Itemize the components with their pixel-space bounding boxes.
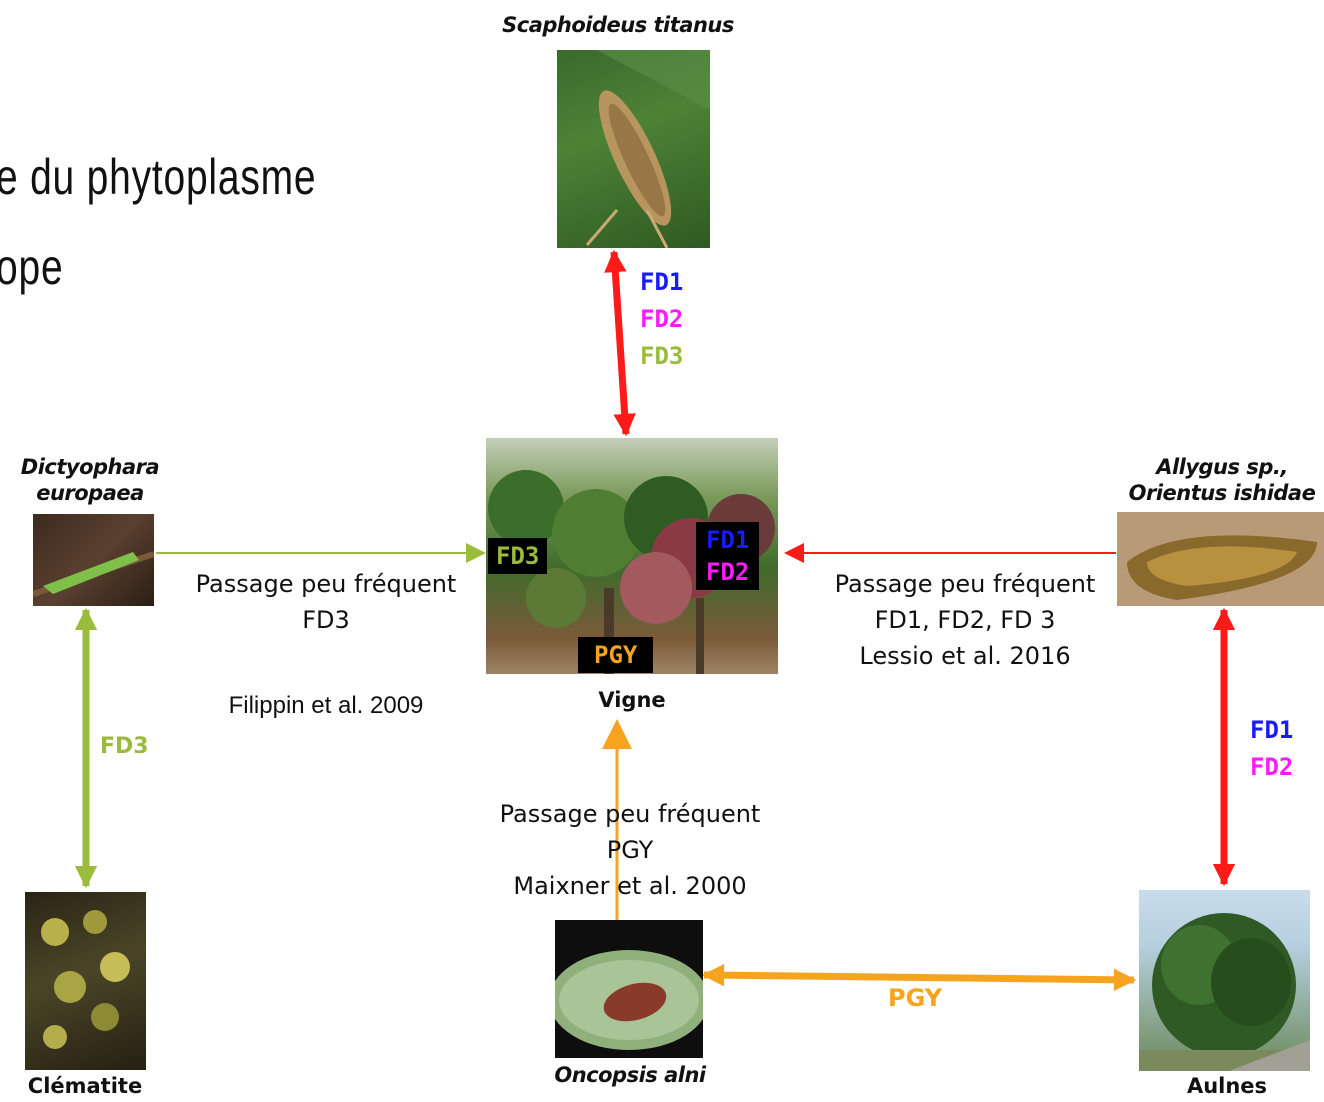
- vigne-badge-fd1: FD1: [706, 526, 750, 554]
- title-line-2: ope: [0, 239, 64, 295]
- passage-right-line2: FD1, FD2, FD 3: [874, 606, 1056, 634]
- vigne-label: Vigne: [598, 688, 666, 712]
- passage-left-citation: Filippin et al. 2009: [228, 692, 424, 719]
- clematite-label: Clématite: [27, 1074, 143, 1098]
- oncopsis-icon: [555, 950, 703, 1050]
- passage-left-line1: Passage peu fréquent: [195, 570, 457, 598]
- allygus-label: Allygus sp., Orientus ishidae: [1120, 454, 1324, 506]
- passage-left: Passage peu fréquent FD3: [156, 566, 496, 638]
- passage-bottom: Passage peu fréquent PGY Maixner et al. …: [460, 796, 800, 904]
- dictyophara-label: Dictyophara europaea: [0, 454, 180, 506]
- allygus-label-2: Orientus ishidae: [1128, 481, 1316, 505]
- passage-right: Passage peu fréquent FD1, FD2, FD 3 Less…: [800, 566, 1130, 674]
- allygus-label-1: Allygus sp.,: [1156, 455, 1288, 479]
- edge-label-fd-top-1: FD1: [640, 268, 684, 296]
- edge-label-fd-top-2: FD2: [640, 305, 684, 333]
- allygus-icon: [1127, 535, 1317, 600]
- edge-label-fd3-left: FD3: [100, 734, 149, 759]
- oncopsis-photo: [555, 920, 703, 1058]
- leafhopper-icon: [585, 50, 710, 248]
- edge-label-pgy-bottom: PGY: [888, 984, 943, 1012]
- edge-label-fd-right-2: FD2: [1250, 753, 1294, 781]
- vigne-badge-fd3: FD3: [488, 538, 548, 574]
- dictyophara-label-1: Dictyophara: [20, 455, 160, 479]
- planthopper-photo: [33, 514, 154, 606]
- passage-bottom-line3: Maixner et al. 2000: [513, 872, 747, 900]
- oncopsis-label: Oncopsis alni: [554, 1063, 706, 1087]
- allygus-photo: [1117, 512, 1324, 606]
- edge-label-fd-right-1: FD1: [1250, 716, 1294, 744]
- alder-tree-photo: [1139, 890, 1310, 1071]
- aulnes-label: Aulnes: [1186, 1074, 1268, 1098]
- scaphoideus-label: Scaphoideus titanus: [502, 13, 734, 37]
- vigne-badge-pgy: PGY: [578, 637, 654, 673]
- vigne-badge-fd1-fd2: FD1 FD2: [696, 522, 760, 590]
- passage-right-line1: Passage peu fréquent: [834, 570, 1096, 598]
- title-line-1: e du phytoplasme: [0, 149, 317, 205]
- passage-bottom-line2: PGY: [606, 836, 654, 864]
- leafhopper-photo: [557, 50, 710, 248]
- passage-left-line2: FD3: [302, 606, 350, 634]
- clematis-photo: [25, 892, 146, 1070]
- arrow-scaphoideus-vigne: [604, 249, 636, 437]
- dictyophara-label-2: europaea: [36, 481, 144, 505]
- arrow-oncopsis-aulnes: [701, 964, 1137, 991]
- passage-right-line3: Lessio et al. 2016: [859, 642, 1071, 670]
- planthopper-icon: [33, 551, 154, 597]
- vigne-badge-fd2: FD2: [706, 558, 750, 586]
- edge-label-fd-top-3: FD3: [640, 342, 684, 370]
- alder-tree-icon: [1139, 913, 1310, 1071]
- passage-bottom-line1: Passage peu fréquent: [499, 800, 761, 828]
- clematis-icon: [41, 910, 130, 1049]
